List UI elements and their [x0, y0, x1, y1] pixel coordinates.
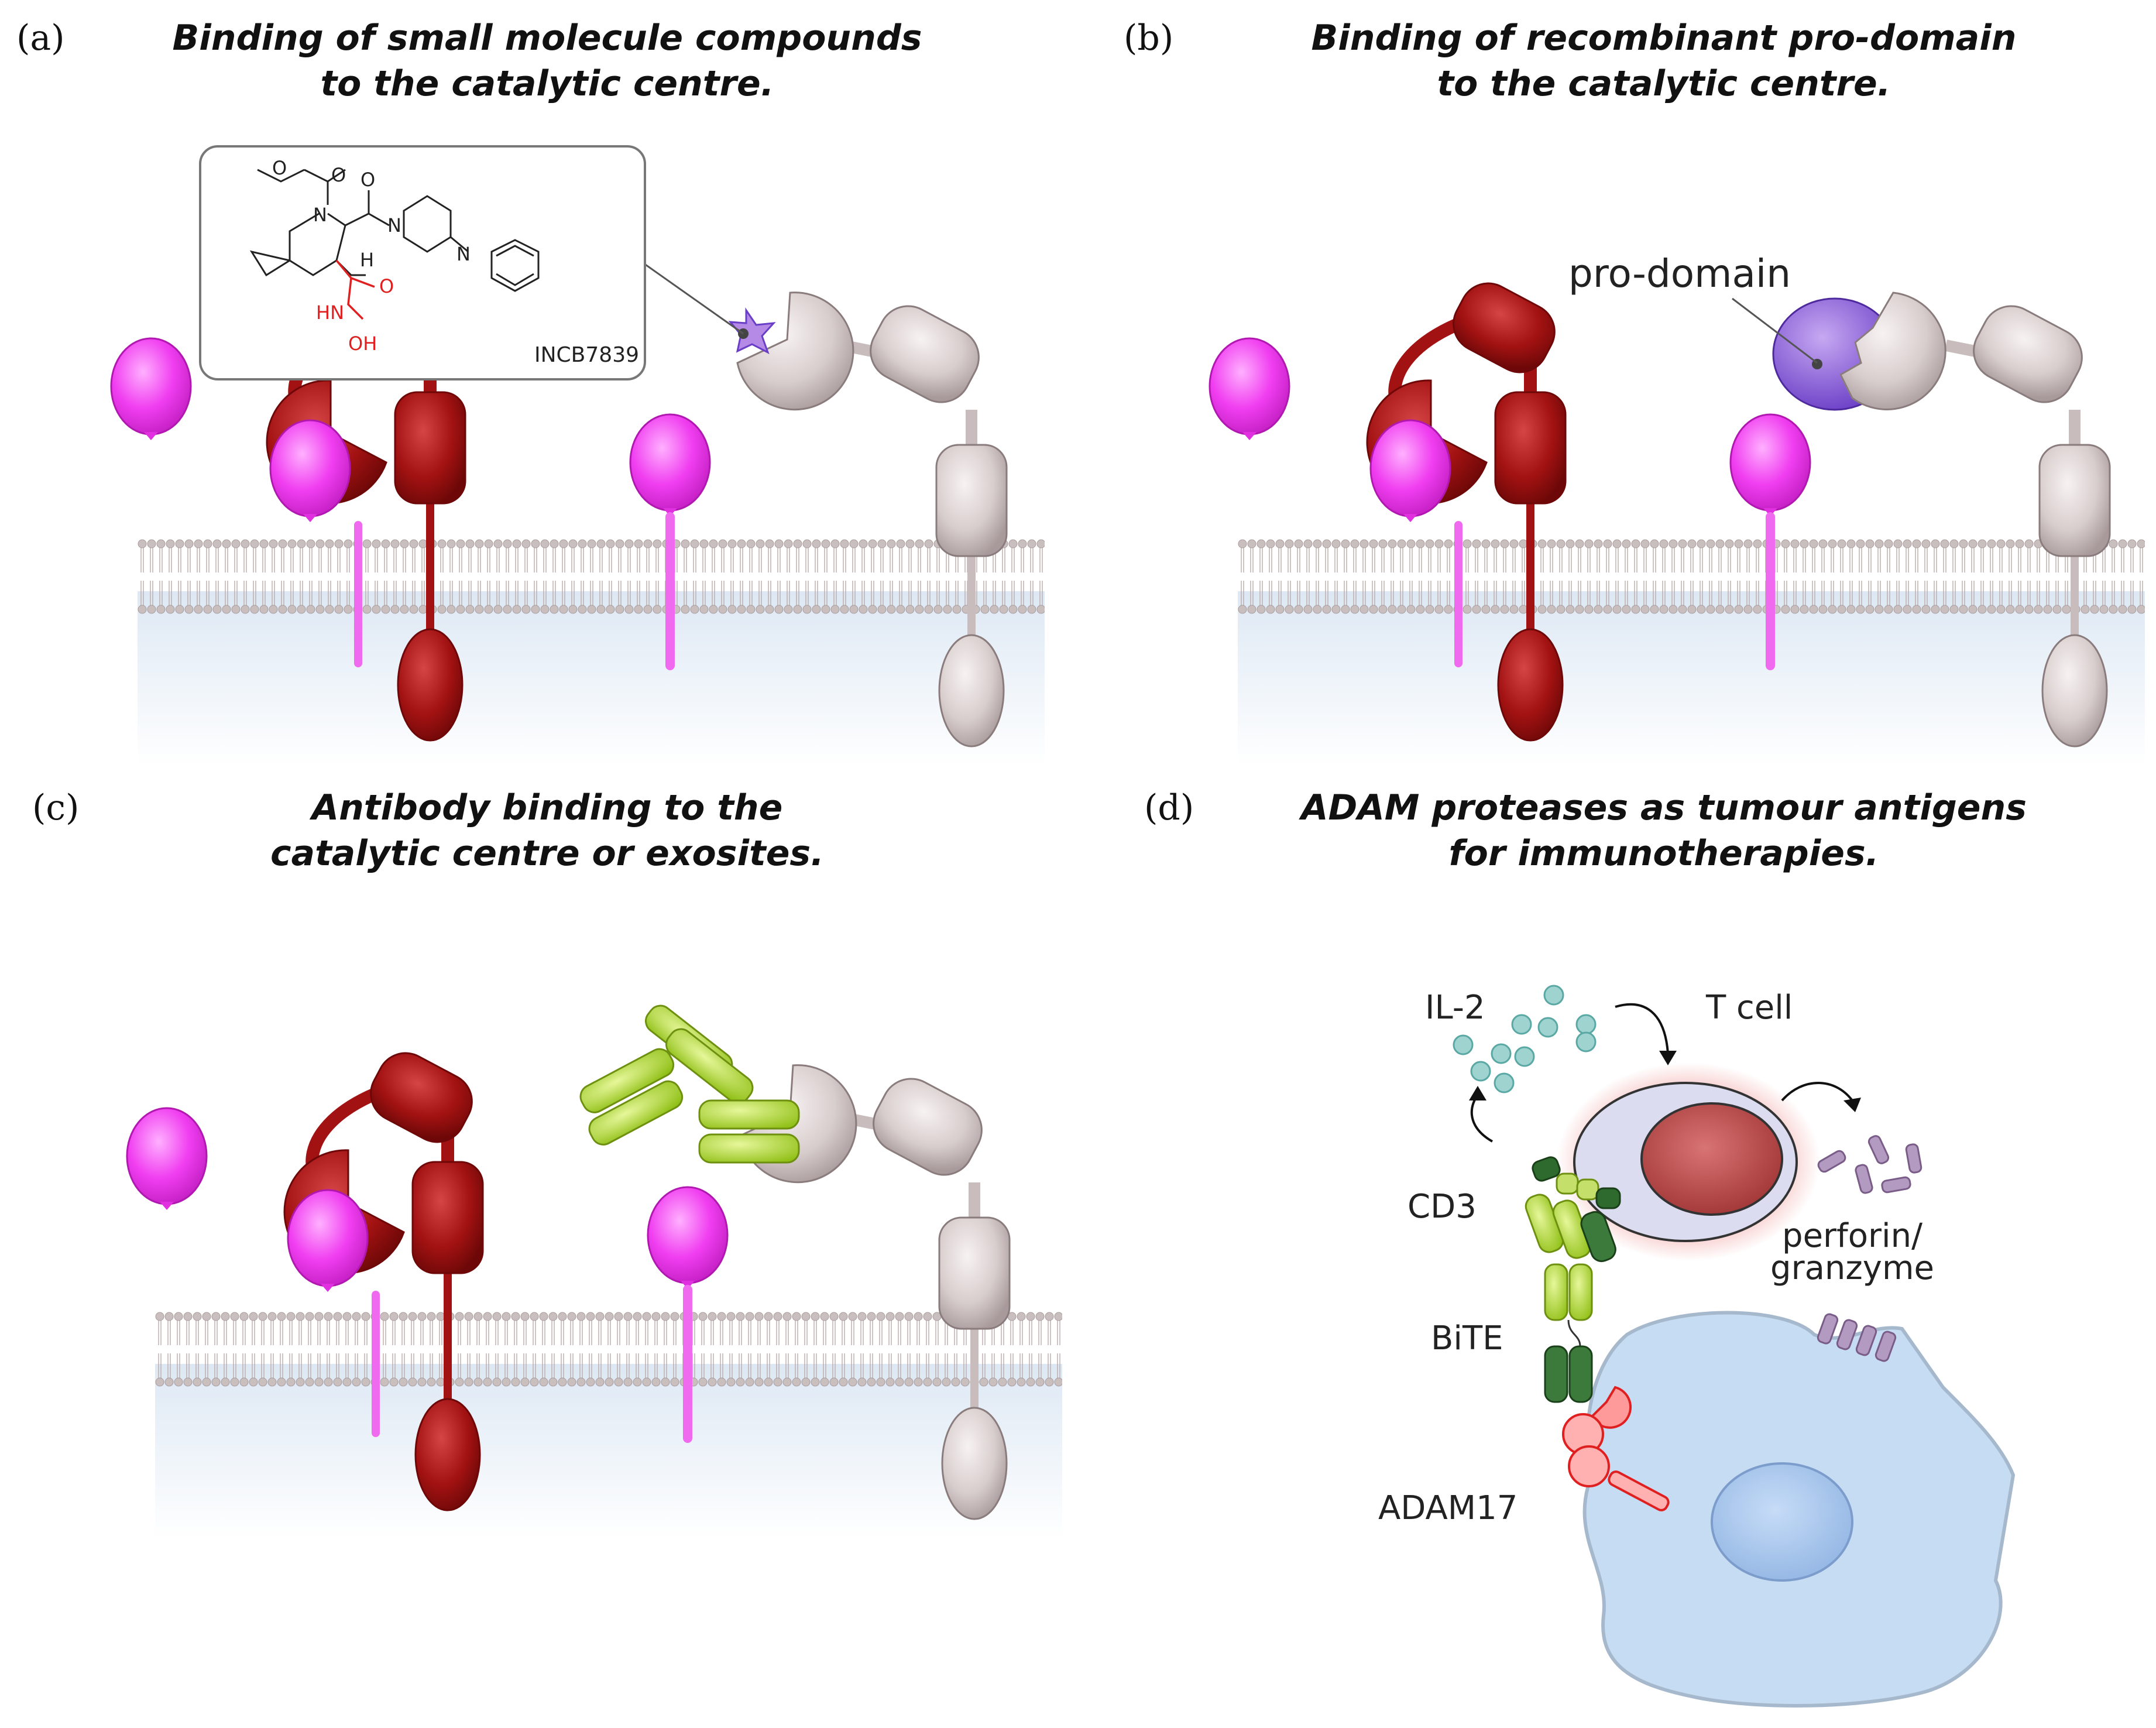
- perforin-label-line2: granzyme: [1770, 1249, 1934, 1287]
- panel-a: (a) Binding of small molecule compounds …: [16, 18, 1045, 767]
- panel-b-grey-adam: [1772, 293, 2110, 746]
- adam17-label: ADAM17: [1378, 1489, 1518, 1527]
- antibody-icon: [575, 1000, 800, 1164]
- bite-molecule: [1544, 1263, 1593, 1403]
- panel-a-free-substrate: [110, 337, 192, 441]
- panel-c-membrane: [155, 1311, 1062, 1540]
- panel-c-letter: (c): [32, 787, 79, 828]
- panel-c-bound-substrate: [287, 1189, 380, 1437]
- panel-b-title-line1: Binding of recombinant pro-domain: [1311, 18, 2016, 59]
- panel-d-letter: (d): [1144, 787, 1194, 828]
- perforin-released: [1817, 1135, 1922, 1194]
- pro-domain-label: pro-domain: [1568, 251, 1791, 296]
- atom-o: O: [361, 169, 375, 191]
- bite-label: BiTE: [1431, 1319, 1503, 1357]
- arrow-head-icon: [1469, 1086, 1486, 1100]
- atom-n: N: [313, 204, 327, 226]
- tumour-nucleus: [1711, 1462, 1853, 1582]
- panel-b-membrane-substrate: [1729, 413, 1811, 670]
- atom-o: O: [379, 275, 394, 297]
- panel-c-membrane-substrate: [647, 1186, 729, 1443]
- atom-o: O: [331, 164, 346, 186]
- atom-oh: OH: [348, 332, 377, 355]
- tcell-label: T cell: [1705, 989, 1793, 1027]
- atom-n: N: [387, 214, 401, 236]
- adam17-protein: [1562, 1386, 1670, 1511]
- panel-b-title-line2: to the catalytic centre.: [1437, 63, 1890, 104]
- il2-label: IL-2: [1425, 989, 1485, 1027]
- panel-a-letter: (a): [16, 18, 65, 59]
- panel-a-bound-substrate: [269, 419, 362, 667]
- cd3-complex: [1525, 1156, 1621, 1263]
- panel-b-letter: (b): [1124, 18, 1173, 59]
- arrow-head-icon: [1843, 1098, 1861, 1112]
- panel-a-title-line1: Binding of small molecule compounds: [172, 18, 922, 59]
- compound-name: INCB7839: [534, 343, 639, 367]
- atom-hn: HN: [316, 301, 344, 324]
- panel-b-membrane: [1238, 539, 2145, 767]
- panel-c-title-line1: Antibody binding to the: [310, 787, 783, 828]
- perforin-label-line1: perforin/: [1782, 1217, 1922, 1255]
- pro-domain-pointer: [1732, 297, 1818, 364]
- atom-o: O: [272, 157, 287, 179]
- panel-d: (d) ADAM proteases as tumour antigens fo…: [1144, 787, 2027, 1708]
- panel-c: (c) Antibody binding to the catalytic ce…: [32, 787, 1062, 1540]
- panel-a-membrane: [138, 539, 1045, 767]
- atom-h: H: [360, 249, 374, 271]
- panel-c-free-substrate: [126, 1107, 208, 1211]
- compound-structure-box: O O O O N N N H HN OH INCB7839: [199, 145, 646, 380]
- arrow-head-icon: [1659, 1051, 1677, 1065]
- panel-b: (b) Binding of recombinant pro-domain to…: [1124, 18, 2145, 767]
- tcell-nucleus: [1640, 1102, 1783, 1216]
- panel-a-membrane-substrate: [629, 413, 711, 670]
- cd3-label: CD3: [1407, 1188, 1477, 1226]
- panel-d-title-line1: ADAM proteases as tumour antigens: [1299, 787, 2027, 828]
- panel-a-grey-adam: [728, 293, 1007, 746]
- il2-dots: [1453, 985, 1597, 1093]
- panel-d-title-line2: for immunotherapies.: [1449, 833, 1879, 874]
- panel-c-title-line2: catalytic centre or exosites.: [270, 833, 824, 874]
- panel-b-free-substrate: [1209, 337, 1290, 441]
- inhibitor-star-icon: [728, 307, 776, 355]
- panel-b-bound-substrate: [1369, 419, 1462, 667]
- perforin-pores: [1817, 1313, 1897, 1362]
- atom-n: N: [456, 243, 471, 265]
- zoom-pointer-line: [643, 262, 744, 335]
- panel-a-title-line2: to the catalytic centre.: [320, 63, 774, 104]
